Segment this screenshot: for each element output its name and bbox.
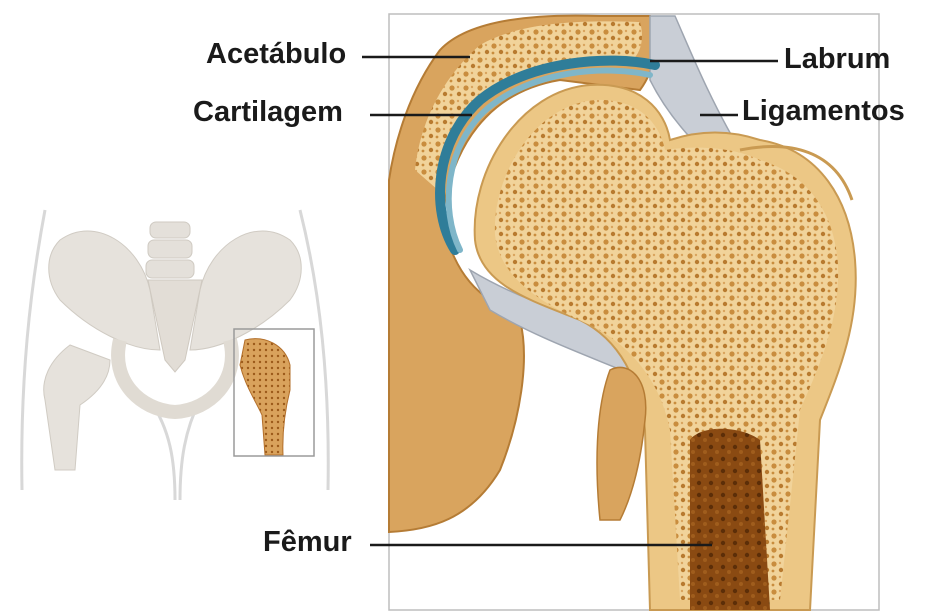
label-femur: Fêmur [263, 528, 352, 557]
label-acetabulo: Acetábulo [206, 40, 346, 69]
label-cartilagem: Cartilagem [193, 98, 343, 127]
label-ligamentos: Ligamentos [742, 97, 905, 126]
pelvis-overview-icon [22, 210, 329, 500]
label-labrum: Labrum [784, 45, 890, 74]
